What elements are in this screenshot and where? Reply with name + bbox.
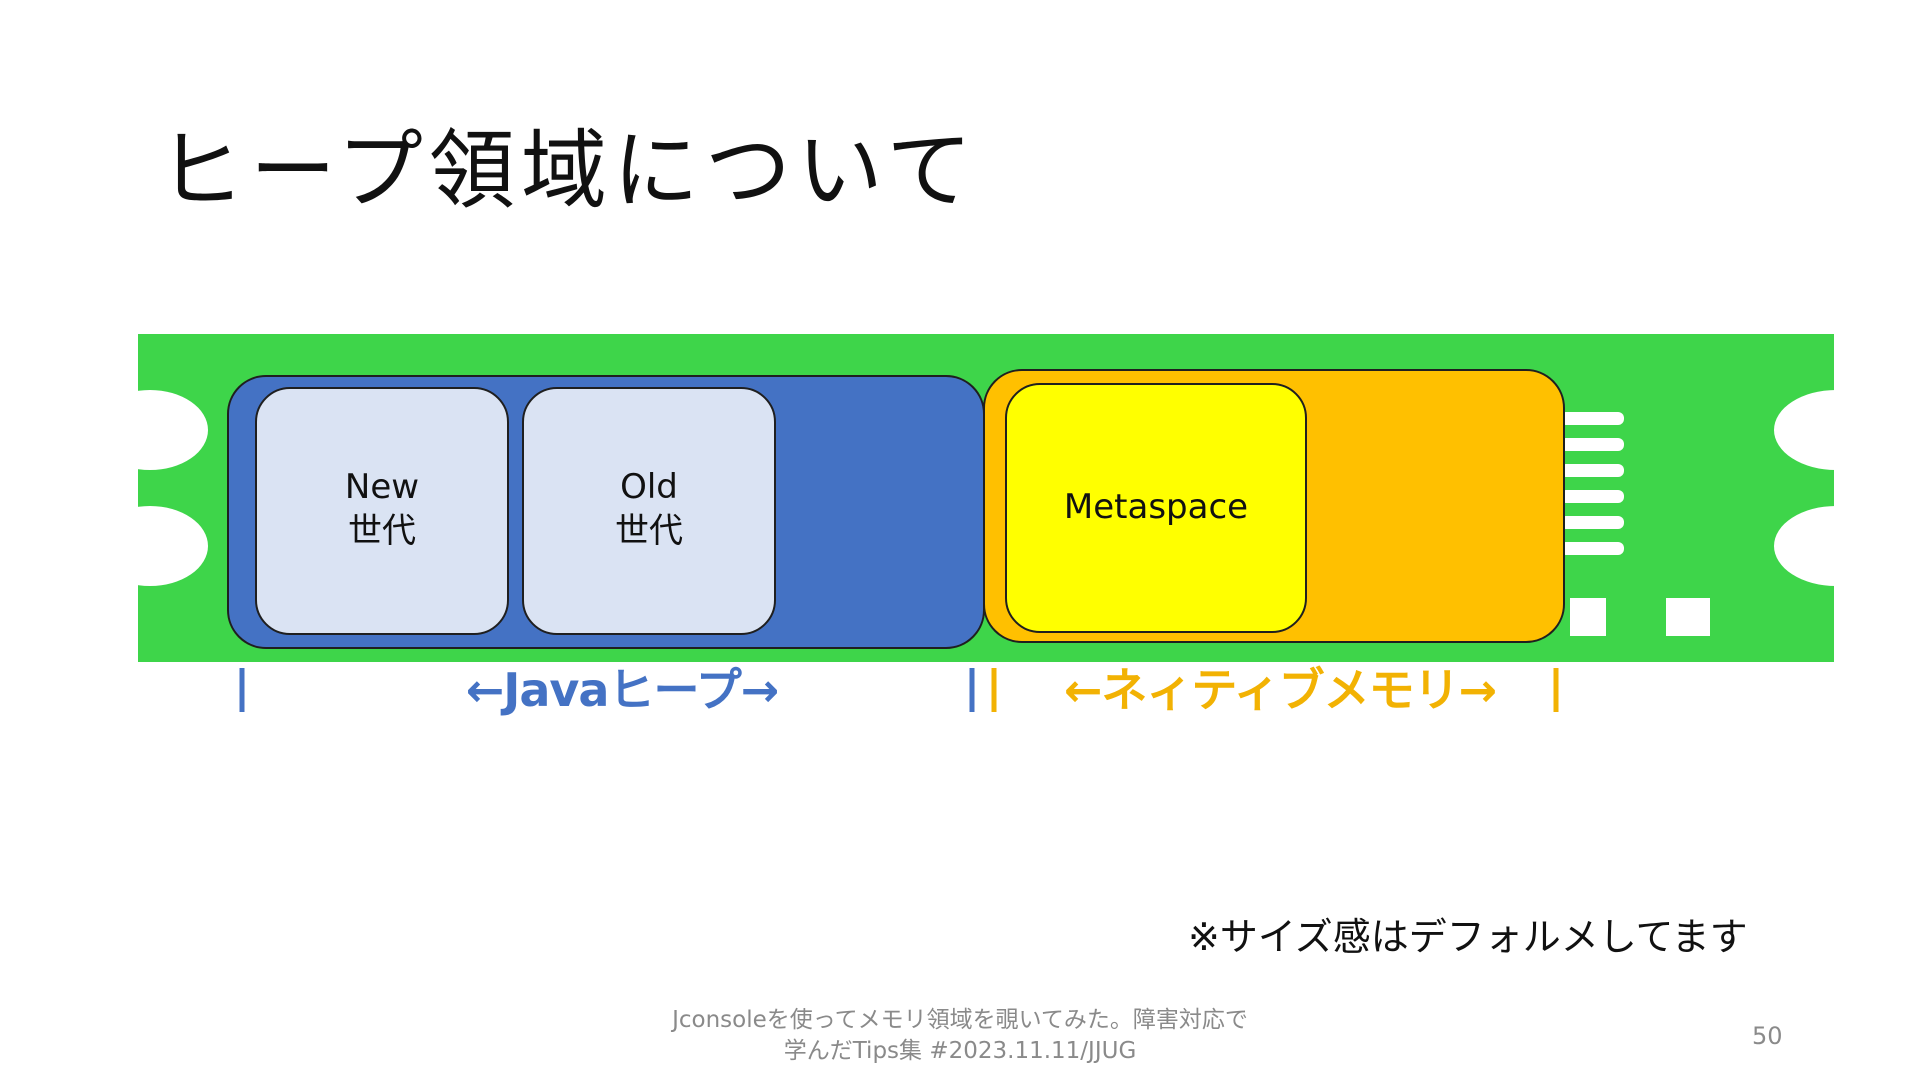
old-generation-label-1: Old [620,467,678,507]
slide-footer: Jconsoleを使ってメモリ領域を覗いてみた。障害対応で 学んだTips集 #… [610,1005,1310,1067]
board-pad [1570,598,1606,636]
metaspace-label: Metaspace [1064,487,1248,527]
old-generation-label-2: 世代 [615,511,683,551]
native-memory-region: Metaspace [984,370,1564,642]
java-heap-region: New 世代 Old 世代 [228,376,984,648]
new-generation-label-1: New [345,467,419,507]
native-memory-range: ←ネィティブメモリ→ [994,663,1556,717]
board-notch [1774,390,1898,470]
java-heap-range: ←Javaヒープ→ [242,663,972,717]
footer-line-1: Jconsoleを使ってメモリ領域を覗いてみた。障害対応で [610,1005,1310,1036]
footer-line-2: 学んだTips集 #2023.11.11/JJUG [610,1036,1310,1067]
board-notch [1774,506,1898,586]
deformation-note: ※サイズ感はデフォルメしてます [1188,906,1748,961]
board-notch [92,390,208,470]
board-pad [1666,598,1710,636]
new-generation-label-2: 世代 [348,511,416,551]
java-heap-label: ←Javaヒープ→ [466,663,779,717]
board-notch [92,506,208,586]
native-memory-label: ←ネィティブメモリ→ [1064,663,1496,717]
page-number: 50 [1752,1022,1783,1050]
